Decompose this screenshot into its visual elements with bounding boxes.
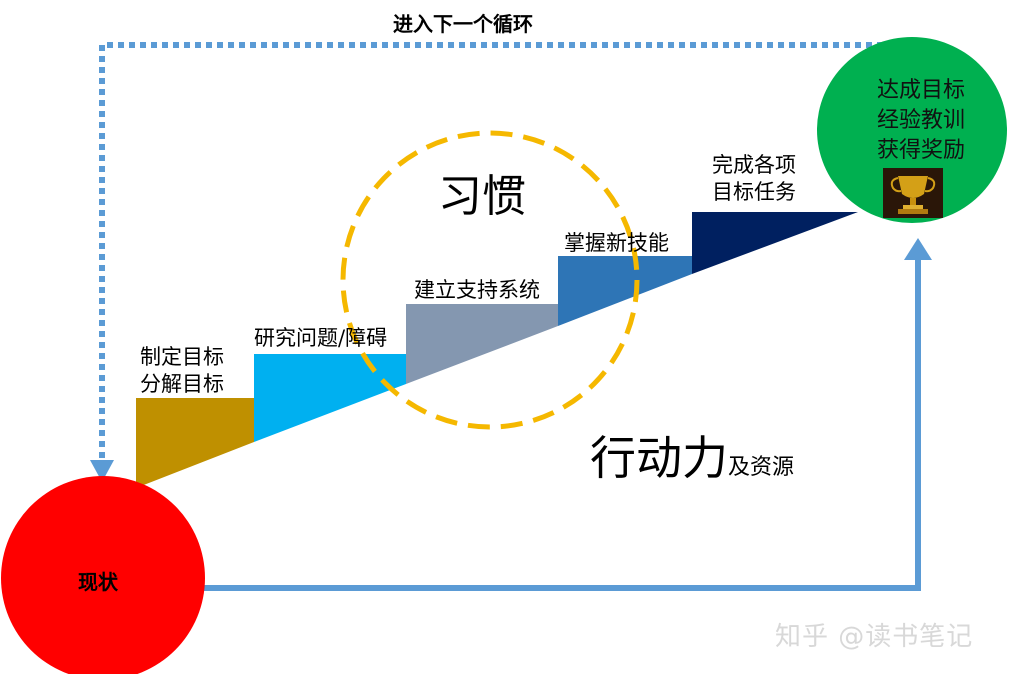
next-cycle-dotted-arrow [99,42,916,462]
goal-line-3: 获得奖励 [876,138,965,163]
step-1-label: 制定目标 分解目标 [140,345,224,396]
goal-line-1: 达成目标 [876,78,965,103]
current-status-label: 现状 [78,570,118,594]
action-label: 行动力及资源 [590,431,795,485]
action-sub-label: 及资源 [728,455,795,480]
step-5-block [692,212,858,274]
next-cycle-label: 进入下一个循环 [393,12,533,36]
step-3-label: 建立支持系统 [414,278,540,302]
step-3-block [406,304,558,384]
trophy-icon [883,168,943,218]
progress-solid-arrow [200,258,921,591]
habit-dashed-circle [340,130,640,430]
goal-line-2: 经验教训 [876,108,965,133]
step-5-label: 完成各项 目标任务 [712,153,796,204]
step-1-block [136,398,254,488]
step-2-label: 研究问题/障碍 [254,326,388,350]
watermark: 知乎 @读书笔记 [775,622,974,652]
progress-arrowhead [904,238,932,260]
next-cycle-arrowhead [90,460,114,482]
step-2-block [254,354,406,442]
current-status-circle [1,476,205,674]
habit-label: 习惯 [438,171,526,222]
step-4-block [558,256,692,326]
goal-circle [817,37,1007,223]
step-4-label: 掌握新技能 [564,231,669,255]
